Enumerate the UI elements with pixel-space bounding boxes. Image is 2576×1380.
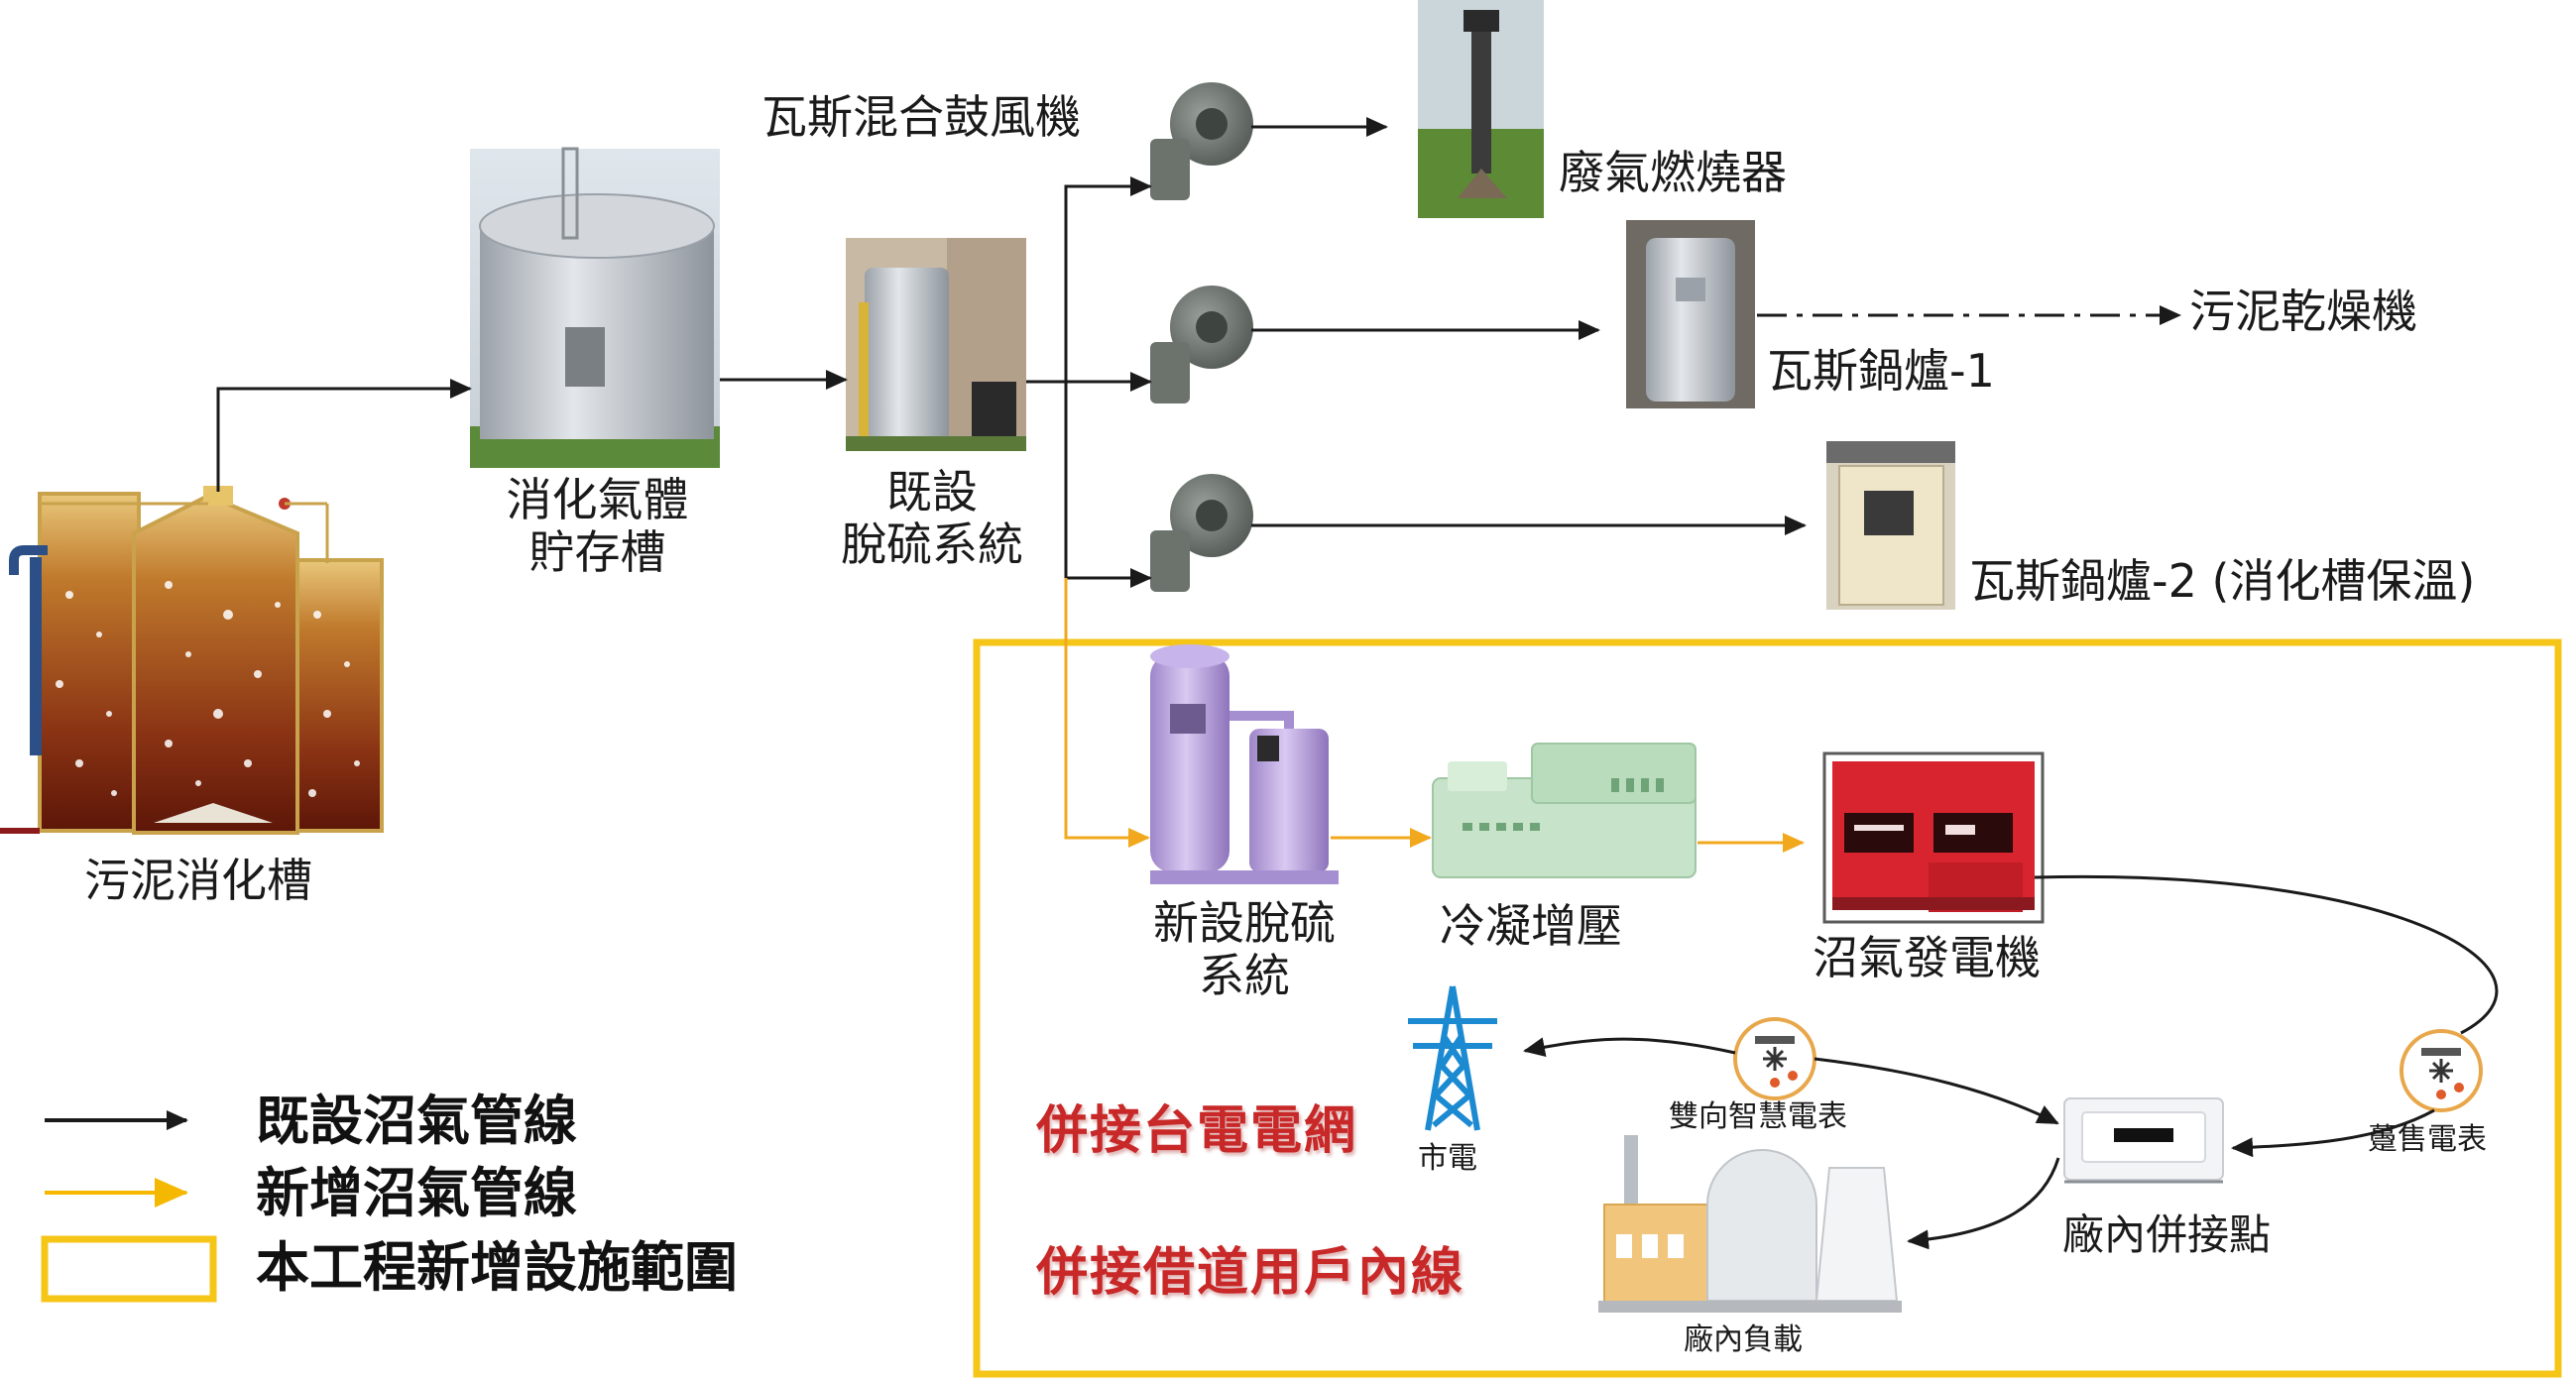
label-boiler-1: 瓦斯鍋爐-1 xyxy=(1767,344,1995,398)
legend-existing-label: 既設沼氣管線 xyxy=(256,1090,577,1152)
label-boiler-2: 瓦斯鍋爐-2 (消化槽保溫) xyxy=(1969,554,2476,608)
scope-boundary-box xyxy=(973,638,2562,1378)
label-plant-connection: 廠內併接點 xyxy=(2062,1210,2272,1259)
storage-tank-photo xyxy=(470,147,720,468)
label-new-desulf-line2: 系統 xyxy=(1199,948,1290,1002)
digester-illustration xyxy=(0,486,384,835)
label-new-desulf: 新設脫硫 系統 xyxy=(1120,897,1368,1002)
boiler-2-photo xyxy=(1826,441,1955,610)
label-plant-load: 廠內負載 xyxy=(1684,1322,1803,1357)
label-existing-desulf-line2: 脫硫系統 xyxy=(841,517,1023,571)
condenser-illustration xyxy=(1432,743,1697,878)
label-grid-connection: 併接台電電網 xyxy=(1036,1101,1358,1161)
legend-icons xyxy=(41,1110,217,1303)
label-condenser: 冷凝增壓 xyxy=(1440,899,1622,953)
label-existing-desulf-line1: 既設 xyxy=(886,465,978,518)
plant-load-illustration xyxy=(1598,1135,1902,1313)
label-bidirectional-meter: 雙向智慧電表 xyxy=(1669,1099,1847,1134)
label-sale-meter: 躉售電表 xyxy=(2368,1122,2487,1157)
bidirectional-meter-icon xyxy=(1733,1017,1816,1100)
label-new-desulf-line1: 新設脫硫 xyxy=(1153,896,1336,950)
sale-meter-icon xyxy=(2400,1029,2483,1112)
existing-desulfurization-photo xyxy=(846,238,1026,451)
label-generator: 沼氣發電機 xyxy=(1813,931,2041,984)
blower-3 xyxy=(1150,474,1253,592)
plant-connection-panel xyxy=(2063,1097,2224,1184)
boiler-1-photo xyxy=(1626,220,1755,408)
new-pipelines xyxy=(1064,578,1805,853)
new-desulfurization-illustration xyxy=(1150,644,1339,884)
blower-2 xyxy=(1150,286,1253,403)
generator-illustration xyxy=(1822,751,2045,924)
legend-new-label: 新增沼氣管線 xyxy=(256,1162,577,1224)
legend-scope-label: 本工程新增設施範圍 xyxy=(256,1236,738,1299)
label-storage-tank: 消化氣體 貯存槽 xyxy=(486,474,709,579)
flare-photo xyxy=(1418,0,1544,218)
label-internal-line: 併接借道用戶內線 xyxy=(1036,1243,1465,1303)
blower-1 xyxy=(1150,82,1253,200)
label-sludge-dryer: 污泥乾燥機 xyxy=(2189,285,2417,338)
label-existing-desulf: 既設 脫硫系統 xyxy=(823,466,1041,571)
label-blower: 瓦斯混合鼓風機 xyxy=(761,90,1081,144)
label-storage-line1: 消化氣體 xyxy=(506,473,689,526)
label-city-power: 市電 xyxy=(1418,1141,1477,1176)
legend-scope-swatch xyxy=(41,1235,217,1303)
label-flare: 廢氣燃燒器 xyxy=(1559,146,1787,199)
transmission-tower-icon xyxy=(1408,985,1497,1131)
label-storage-line2: 貯存槽 xyxy=(528,524,666,579)
label-digester: 污泥消化槽 xyxy=(84,854,312,907)
